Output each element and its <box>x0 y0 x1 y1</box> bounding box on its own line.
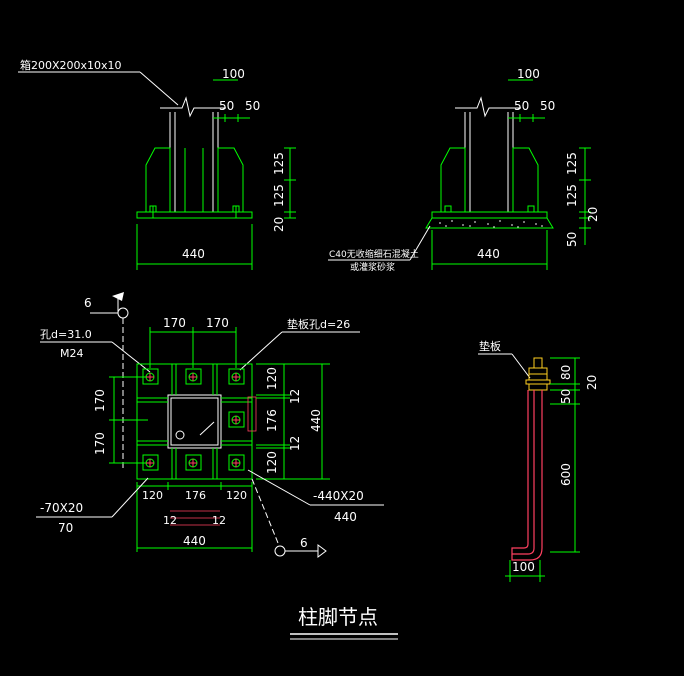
dim-right-12a: 12 <box>288 389 302 404</box>
anchor-bolt <box>228 368 245 385</box>
grout-note-2: 或灌浆砂浆 <box>350 261 395 273</box>
dim-125b-right: 125 <box>565 184 579 207</box>
bolt-label: M24 <box>60 347 84 360</box>
stiffener-left <box>145 147 171 213</box>
dim-top: 100 <box>222 67 245 81</box>
base-plate-length: 440 <box>334 510 357 524</box>
base-plate <box>136 211 253 219</box>
dim-right-440: 440 <box>309 409 323 432</box>
dim-bottom-120b: 120 <box>226 489 247 502</box>
drawing-title: 柱脚节点 <box>298 605 378 629</box>
dim-right-12b: 12 <box>288 436 302 451</box>
dim-125a-right: 125 <box>565 152 579 175</box>
plan-view: 6 孔d=31.0 M24 垫板孔d=26 170 170 170 170 <box>36 292 384 558</box>
plan-column <box>167 394 222 449</box>
column-label-leader <box>139 71 179 106</box>
dim-125a: 125 <box>272 152 286 175</box>
nut-1 <box>528 367 548 375</box>
dim-left-1: 170 <box>93 389 107 412</box>
dim-50-anchor: 50 <box>559 389 573 404</box>
bolt-top <box>533 357 543 369</box>
dim-bottom-120a: 120 <box>142 489 163 502</box>
dim-125b: 125 <box>272 184 286 207</box>
dim-top-1: 170 <box>163 316 186 330</box>
column-label: 箱200X200x10x10 <box>20 58 122 72</box>
dim-bottom-176: 176 <box>185 489 206 502</box>
anchor-bolt <box>185 368 202 385</box>
anchor-bolt <box>185 454 202 471</box>
dim-50-right: 50 <box>565 232 579 247</box>
stiffener-right <box>217 147 244 213</box>
anchor-bolt <box>228 411 245 428</box>
dim-left-2: 170 <box>93 432 107 455</box>
plan-base-plate <box>136 363 253 480</box>
section-mark-bottom-circle <box>274 545 286 557</box>
break-line-right <box>455 96 521 118</box>
dim-bottom-12a: 12 <box>163 514 177 527</box>
washer <box>525 379 551 385</box>
dim-top-2: 170 <box>206 316 229 330</box>
title-block: 柱脚节点 <box>290 605 398 640</box>
washer-label: 垫板 <box>479 339 501 353</box>
section-mark-top: 6 <box>84 296 92 310</box>
section-mark-top-circle <box>117 307 129 319</box>
nut-2 <box>528 373 548 381</box>
shear-key-section <box>247 396 257 432</box>
dim-50b-right: 50 <box>540 99 555 113</box>
dim-20-right: 20 <box>586 207 600 222</box>
dim-600: 600 <box>559 463 573 486</box>
anchor-bolt <box>142 454 159 471</box>
dim-80: 80 <box>559 365 573 380</box>
dim-top-right: 100 <box>517 67 540 81</box>
dim-50a: 50 <box>219 99 234 113</box>
shear-key-label: -70X20 <box>40 501 83 515</box>
dim-20-anchor: 20 <box>585 375 599 390</box>
dim-50b: 50 <box>245 99 260 113</box>
shear-key-length: 70 <box>58 521 73 535</box>
anchor-bolts <box>142 368 245 471</box>
elevation-left: 箱200X200x10x10 100 50 50 125 125 <box>18 58 296 270</box>
dim-50a-right: 50 <box>514 99 529 113</box>
dim-right-120a: 120 <box>265 367 279 390</box>
section-mark-bottom: 6 <box>300 536 308 550</box>
hole-label: 孔d=31.0 <box>40 328 92 341</box>
dim-bottom-12b: 12 <box>212 514 226 527</box>
dim-width: 440 <box>182 247 205 261</box>
grout-note-1: C40无收缩细石混凝土 <box>329 248 419 260</box>
grout-layer <box>425 217 554 229</box>
anchor-rod <box>511 390 535 555</box>
anchor-detail: 垫板 80 20 50 600 100 <box>478 339 599 582</box>
nut-3 <box>528 383 548 391</box>
base-plate-right <box>431 211 548 219</box>
anchor-bolt <box>142 368 159 385</box>
grout-hatch <box>439 220 543 228</box>
anchor-bolt <box>228 454 245 471</box>
dim-right-176: 176 <box>265 409 279 432</box>
dim-20: 20 <box>272 217 286 232</box>
break-line <box>160 96 226 118</box>
dim-width-right: 440 <box>477 247 500 261</box>
dim-100-anchor: 100 <box>512 560 535 574</box>
dim-right-120b: 120 <box>265 451 279 474</box>
washer-hole-label: 垫板孔d=26 <box>287 317 350 331</box>
elevation-right: 100 50 50 125 125 20 50 440 C40无收缩细石混凝土 … <box>328 67 600 273</box>
base-plate-label: -440X20 <box>313 489 364 503</box>
dim-bottom-440: 440 <box>183 534 206 548</box>
